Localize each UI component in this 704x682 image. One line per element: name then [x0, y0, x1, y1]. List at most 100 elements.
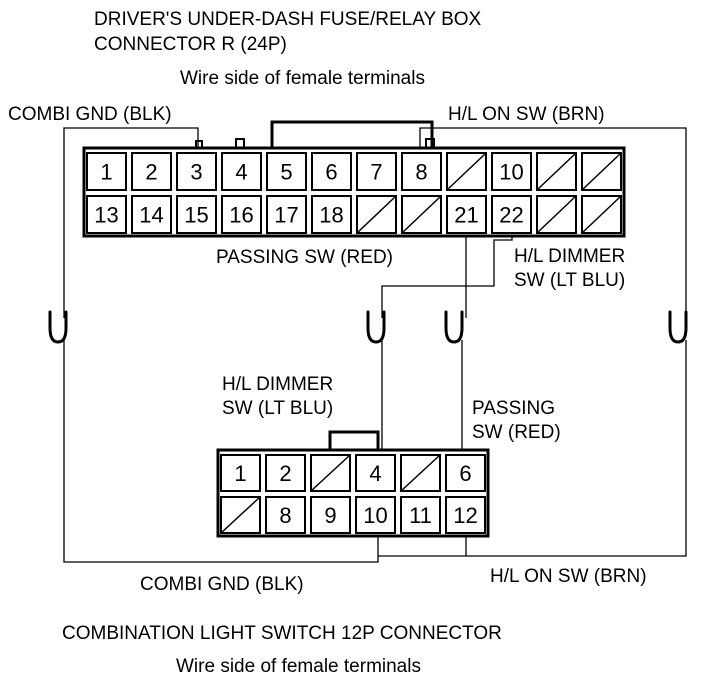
label-hl-on-sw-top: H/L ON SW (BRN) [448, 104, 605, 125]
top-connector-cavity [401, 195, 442, 234]
top-connector-pin-number: 16 [229, 203, 253, 228]
top-connector-cavity [266, 152, 307, 191]
top-connector-cavity [176, 195, 217, 234]
bottom-connector-title: COMBINATION LIGHT SWITCH 12P CONNECTOR [62, 623, 502, 644]
bottom-connector-cavity [265, 454, 306, 492]
top-connector-subtitle: Wire side of female terminals [180, 68, 425, 89]
top-connector-cavity [131, 152, 172, 191]
top-connector-cavity [356, 195, 397, 234]
top-connector-cavity [581, 152, 622, 191]
top-connector-pin-number: 15 [184, 203, 208, 228]
top-connector-cavity [536, 152, 577, 191]
bottom-connector-empty-cavity [400, 454, 441, 492]
bottom-connector-pin-number: 4 [369, 461, 381, 486]
top-connector-pin-number: 3 [190, 160, 202, 185]
wire-hl-on-sw-mid [378, 340, 687, 557]
top-connector-cavity [311, 195, 352, 234]
junction-hook-icon [668, 310, 688, 344]
label-passing-sw-bottom-2: SW (RED) [472, 422, 561, 443]
top-connector-cavity [86, 195, 127, 234]
label-hl-dimmer-top-1: H/L DIMMER [514, 246, 625, 267]
bottom-connector-pin-number: 2 [279, 461, 291, 486]
wire-hl-on-sw-top [419, 127, 687, 318]
top-connector-empty-cavity [356, 195, 397, 234]
top-connector-pin-number: 1 [100, 160, 112, 185]
bottom-connector-empty-cavity [310, 454, 351, 492]
bottom-connector-cavity [220, 496, 261, 534]
bottom-connector-cavity [355, 454, 396, 492]
top-connector-pin-number: 7 [370, 160, 382, 185]
bottom-connector-pin-number: 8 [279, 503, 291, 528]
top-connector-empty-cavity [401, 195, 442, 234]
top-connector-title-line2: CONNECTOR R (24P) [94, 34, 287, 55]
top-connector-cavity [266, 195, 307, 234]
label-passing-sw-top: PASSING SW (RED) [216, 247, 393, 268]
top-connector-cavity [86, 152, 127, 191]
bottom-connector-cavity [310, 454, 351, 492]
top-connector-cavity [491, 195, 532, 234]
junction-hooks [48, 310, 688, 344]
top-connector-pin-number: 5 [280, 160, 292, 185]
top-connector-cavity [446, 195, 487, 234]
bottom-connector-lock-tab [328, 430, 380, 450]
label-hl-on-sw-bottom: H/L ON SW (BRN) [490, 566, 647, 587]
top-connector-pin-number: 13 [94, 203, 118, 228]
top-connector-cavity [311, 152, 352, 191]
top-connector-cavity [401, 152, 442, 191]
bottom-connector-pin-number: 12 [453, 503, 477, 528]
bottom-connector-cavity [445, 496, 486, 534]
bottom-connector-body [216, 448, 490, 538]
label-passing-sw-bottom-1: PASSING [472, 398, 555, 419]
top-connector-title-line1: DRIVER'S UNDER-DASH FUSE/RELAY BOX [94, 9, 482, 30]
top-connector-pin-number: 14 [139, 203, 163, 228]
top-connector-pin-number: 4 [235, 160, 247, 185]
top-connector-pin-number: 2 [145, 160, 157, 185]
top-connector-empty-cavity [536, 195, 577, 234]
bottom-connector-cavity [310, 496, 351, 534]
top-connector-empty-cavity [581, 195, 622, 234]
bottom-connector-empty-cavity [220, 496, 261, 534]
wire-combi-gnd-top [63, 127, 199, 318]
top-connector-empty-cavity [581, 152, 622, 191]
bottom-connector-pin-number: 1 [234, 461, 246, 486]
top-connector-body [82, 146, 626, 238]
top-connector-cavity [536, 195, 577, 234]
top-connector-pin-number: 8 [415, 160, 427, 185]
top-connector-pin-number: 18 [319, 203, 343, 228]
top-connector-lock-tab [270, 120, 434, 148]
top-connector-cavity [221, 152, 262, 191]
top-connector-rib [235, 138, 245, 149]
top-connector-empty-cavity [446, 152, 487, 191]
top-connector-cavity [131, 195, 172, 234]
bottom-connector-cavity [265, 496, 306, 534]
top-connector-cavity [446, 152, 487, 191]
wires [63, 127, 687, 563]
top-connector-pin-number: 6 [325, 160, 337, 185]
label-combi-gnd-bottom: COMBI GND (BLK) [140, 574, 304, 595]
bottom-connector-pin-number: 6 [459, 461, 471, 486]
top-connector-cavity [356, 152, 397, 191]
top-connector-pin-number: 17 [274, 203, 298, 228]
junction-hook-icon [366, 310, 386, 344]
bottom-connector-cavity [355, 496, 396, 534]
bottom-connector-cavity [220, 454, 261, 492]
top-connector-rib [195, 140, 203, 149]
label-combi-gnd-top: COMBI GND (BLK) [8, 104, 172, 125]
bottom-connector-subtitle: Wire side of female terminals [176, 656, 421, 677]
label-hl-dimmer-top-2: SW (LT BLU) [514, 270, 625, 291]
bottom-connector-cavity [400, 496, 441, 534]
bottom-connector-pin-number: 9 [324, 503, 336, 528]
label-hl-dimmer-bottom-1: H/L DIMMER [222, 374, 333, 395]
top-connector-cavity [221, 195, 262, 234]
top-connector-cavity [491, 152, 532, 191]
junction-hook-icon [444, 310, 464, 344]
label-hl-dimmer-bottom-2: SW (LT BLU) [222, 398, 333, 419]
bottom-connector-pin-number: 10 [363, 503, 387, 528]
top-connector-cavity [581, 195, 622, 234]
bottom-connector-cavity [445, 454, 486, 492]
